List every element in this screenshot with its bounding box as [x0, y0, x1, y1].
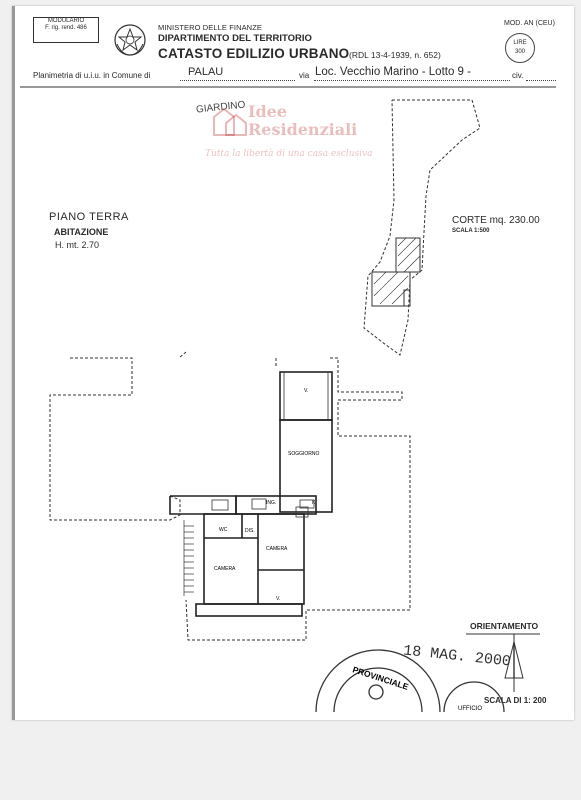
room-label-veranda-top: V.: [304, 388, 308, 394]
floor-height: H. mt. 2.70: [55, 240, 100, 250]
scan-edge: [12, 6, 15, 720]
watermark-title: Idee Residenziali: [248, 103, 357, 139]
form-code-line2: F. rig. rend. 486: [45, 25, 87, 31]
orientation-label: ORIENTAMENTO: [470, 621, 539, 631]
plot-boundary: [49, 351, 411, 641]
floor-use: ABITAZIONE: [54, 227, 109, 237]
room-label-wc: WC: [219, 527, 228, 533]
catasto-reference: (RDL 13-4-1939, n. 652): [349, 50, 441, 60]
stairs: [183, 520, 194, 596]
form-code-line1: MODULARIO: [47, 18, 85, 24]
courtyard-scale: SCALA 1:500: [452, 228, 490, 234]
civ-underline: [526, 80, 556, 81]
main-scale: SCALA DI 1: 200: [484, 696, 547, 705]
site-plan-hatching: [373, 237, 421, 305]
round-stamp-icon: [315, 649, 505, 713]
via-underline: [314, 80, 510, 81]
watermark-logo-icon: [213, 107, 247, 136]
room-label-camera-left: CAMERA: [214, 566, 236, 572]
watermark-title-line1: Idee: [248, 102, 288, 121]
republic-emblem-icon: [114, 24, 146, 56]
form-code-box: MODULARIO F. rig. rend. 486: [33, 17, 99, 43]
stamp-value: 300: [514, 49, 525, 55]
revenue-stamp: LIRE 300: [505, 33, 535, 63]
house-thin-walls: [211, 372, 329, 518]
catasto-title: CATASTO EDILIZIO URBANO: [158, 46, 350, 61]
courtyard-label: CORTE mq. 230.00: [452, 215, 540, 226]
via-value: Loc. Vecchio Marino - Lotto 9 -: [315, 66, 471, 78]
floor-title: PIANO TERRA: [49, 211, 129, 223]
watermark-title-line2: Residenziali: [248, 120, 358, 139]
watermark-tagline: Tutta la libertà di una casa esclusiva: [205, 149, 373, 159]
ministry-label: MINISTERO DELLE FINANZE: [158, 23, 262, 32]
civ-label: civ.: [512, 71, 524, 80]
model-label: MOD. AN (CEU): [504, 20, 555, 27]
site-plan-outline: [363, 99, 481, 356]
stamp-currency: LIRE: [513, 40, 527, 46]
comune-underline: [180, 80, 295, 81]
compass-icon: [466, 633, 540, 692]
house-walls: [169, 371, 333, 617]
department-label: DIPARTIMENTO DEL TERRITORIO: [158, 33, 312, 44]
room-label-camera-right: CAMERA: [266, 546, 288, 552]
site-plan-house: [371, 237, 421, 307]
room-label-veranda-bottom: V.: [276, 596, 280, 602]
cadastral-sheet: [12, 6, 574, 720]
room-label-ing: ING.: [266, 500, 276, 506]
comune-value: PALAU: [188, 66, 224, 78]
room-label-dis: DIS.: [245, 528, 255, 534]
via-label: via: [299, 71, 310, 80]
room-label-k: K: [312, 500, 316, 506]
room-label-soggiorno: SOGGIORNO: [288, 451, 320, 457]
round-stamp-text-small: UFFICIO: [458, 706, 482, 712]
plan-line-label: Planimetria di u.i.u. in Comune di: [33, 71, 151, 80]
